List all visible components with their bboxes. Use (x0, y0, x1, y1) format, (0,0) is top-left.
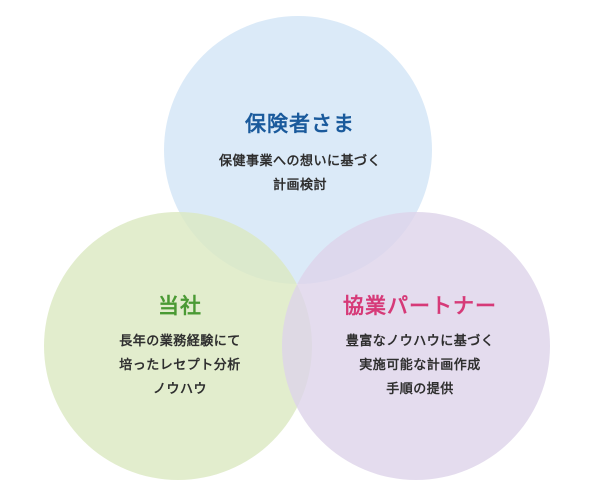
left-circle (44, 212, 312, 480)
right-circle-description: 豊富なノウハウに基づく 実施可能な計画作成 手順の提供 (305, 330, 535, 402)
top-circle-title: 保険者さま (245, 112, 355, 136)
right-circle-title: 協業パートナー (343, 294, 497, 318)
right-desc-line: 手順の提供 (386, 382, 454, 397)
left-circle-description: 長年の業務経験にて 培ったレセプト分析 ノウハウ (70, 330, 290, 402)
left-desc-line: ノウハウ (152, 382, 207, 397)
top-desc-line: 計画検討 (272, 178, 327, 193)
right-circle (282, 212, 550, 480)
left-circle-title: 当社 (158, 294, 202, 318)
left-desc-line: 長年の業務経験にて (119, 334, 241, 349)
top-desc-line: 保健事業への想いに基づく (218, 154, 381, 169)
right-desc-line: 豊富なノウハウに基づく (345, 334, 495, 349)
top-circle-description: 保健事業への想いに基づく 計画検討 (160, 150, 440, 198)
right-desc-line: 実施可能な計画作成 (359, 358, 481, 373)
left-desc-line: 培ったレセプト分析 (119, 358, 241, 373)
top-circle (164, 16, 432, 284)
